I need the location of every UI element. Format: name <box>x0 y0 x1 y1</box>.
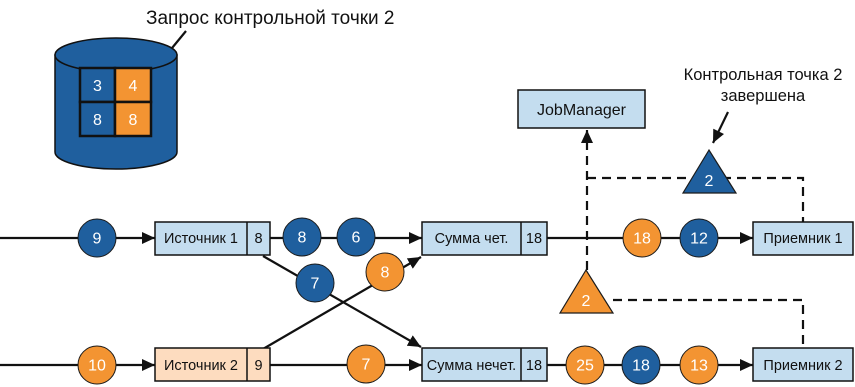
operator-sink2: Приемник 2 <box>752 347 854 382</box>
source1-to-sum-odd-line <box>262 255 422 348</box>
completed-barrier: 2 <box>681 148 738 194</box>
operator-label: Сумма нечет. <box>427 358 516 374</box>
job-manager: JobManager <box>517 89 646 129</box>
ack-path-sink1 <box>587 176 805 222</box>
record-circle <box>346 344 386 384</box>
storage-state-value: 8 <box>93 112 102 129</box>
storage-state-cell: 8 <box>78 100 117 138</box>
stream-record: 25 <box>565 345 605 385</box>
record-value: 7 <box>311 276 320 293</box>
operator-label: Источник 2 <box>164 358 238 374</box>
record-circle <box>565 345 605 385</box>
operator-state: 18 <box>526 231 542 247</box>
stream-record: 7 <box>295 263 335 303</box>
record-circle <box>621 345 661 385</box>
barrier-id: 2 <box>705 173 714 190</box>
stream-record: 12 <box>679 218 719 258</box>
operator-sum-even: Сумма чет. 18 <box>421 221 548 256</box>
operator-source2: Источник 2 9 <box>154 347 271 382</box>
operator-sum-odd: Сумма нечет. 18 <box>421 347 548 382</box>
pending-barrier: 2 <box>558 268 615 314</box>
operator-label: Приемник 2 <box>763 358 842 374</box>
record-circle <box>77 345 117 385</box>
operator-box <box>154 221 271 256</box>
record-circle <box>622 218 662 258</box>
storage-state-cell: 8 <box>113 100 153 138</box>
operator-box <box>421 347 548 382</box>
record-value: 8 <box>298 230 307 247</box>
operator-source1: Источник 1 8 <box>154 221 271 256</box>
barrier-triangle <box>681 148 738 194</box>
storage-state-value: 8 <box>129 112 138 129</box>
barrier-id: 2 <box>582 293 591 310</box>
operator-box <box>154 347 271 382</box>
job-manager-label: JobManager <box>537 102 627 119</box>
state-storage: 3 4 8 8 <box>54 37 178 170</box>
record-circle <box>365 252 405 292</box>
stream-record: 8 <box>365 252 405 292</box>
operator-sink1: Приемник 1 <box>752 221 854 256</box>
record-value: 10 <box>88 358 106 375</box>
operator-state: 9 <box>254 358 262 374</box>
operator-label: Приемник 1 <box>763 231 842 247</box>
barrier-triangle <box>558 268 615 314</box>
stream-record: 18 <box>622 218 662 258</box>
record-value: 9 <box>93 231 102 248</box>
checkpoint-complete-line1: Контрольная точка 2 <box>684 66 843 84</box>
record-circle <box>77 218 117 258</box>
record-value: 18 <box>633 231 651 248</box>
stream-record: 8 <box>282 217 322 257</box>
record-value: 6 <box>352 230 361 247</box>
record-circle <box>679 218 719 258</box>
storage-state-cell: 3 <box>78 66 117 104</box>
checkpoint-complete-arrow <box>712 111 729 144</box>
stream-record: 9 <box>77 218 117 258</box>
stream-record: 10 <box>77 345 117 385</box>
record-value: 18 <box>632 358 650 375</box>
storage-state-value: 3 <box>93 78 102 95</box>
operator-label: Источник 1 <box>164 231 238 247</box>
record-value: 25 <box>576 358 594 375</box>
storage-state-cell: 4 <box>113 66 153 104</box>
job-manager-box <box>517 89 646 129</box>
checkpoint-request-label: Запрос контрольной точки 2 <box>146 8 395 29</box>
record-circle <box>679 345 719 385</box>
stream-record: 6 <box>336 217 376 257</box>
record-value: 13 <box>690 358 708 375</box>
storage-state-value: 4 <box>129 78 138 95</box>
record-value: 12 <box>690 231 708 248</box>
stream-record: 13 <box>679 345 719 385</box>
storage-state-cell-bg <box>113 100 153 138</box>
operator-box <box>421 221 548 256</box>
record-value: 8 <box>381 265 390 282</box>
stream-record: 18 <box>621 345 661 385</box>
record-circle <box>336 217 376 257</box>
operator-box <box>752 347 854 382</box>
record-circle <box>295 263 335 303</box>
record-circle <box>282 217 322 257</box>
operator-box <box>752 221 854 256</box>
record-value: 7 <box>362 357 371 374</box>
checkpoint-complete-line2: завершена <box>721 87 806 105</box>
storage-state-cell-bg <box>113 66 153 104</box>
ack-path-sink2 <box>613 298 805 348</box>
operator-label: Сумма чет. <box>435 231 509 247</box>
operator-state: 18 <box>526 358 542 374</box>
stream-record: 7 <box>346 344 386 384</box>
operator-state: 8 <box>254 231 262 247</box>
